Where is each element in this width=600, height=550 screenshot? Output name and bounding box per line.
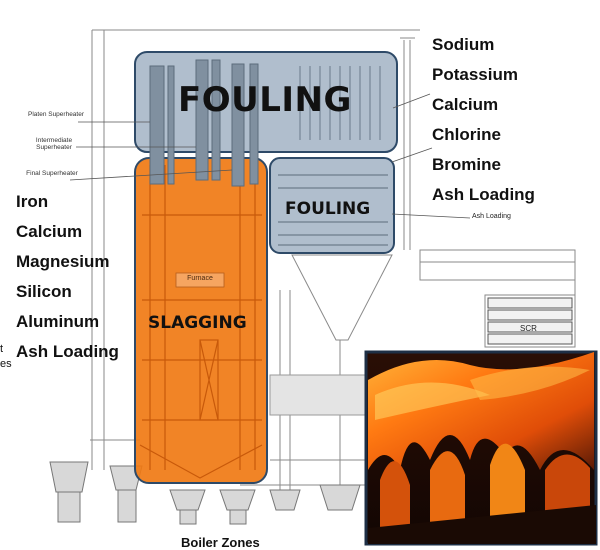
fouling-element: Sodium <box>432 35 495 54</box>
superheater-panels <box>149 59 259 187</box>
fouling-back-title: FOULING <box>285 199 371 219</box>
fouling-element: Potassium <box>432 65 518 84</box>
slagging-element: Aluminum <box>16 312 100 331</box>
slagging-elements-list: Iron Calcium Magnesium Silicon Aluminum … <box>16 187 119 367</box>
leader-lines <box>69 93 471 219</box>
ash-hoppers <box>49 461 361 525</box>
fouling-element: Chlorine <box>432 125 501 144</box>
intermediate-superheater-label: Intermediate Superheater <box>35 137 73 151</box>
slagging-element: Ash Loading <box>16 342 119 361</box>
furnace-label-box <box>175 272 225 288</box>
fouling-upper-title: FOULING <box>178 80 352 120</box>
slagging-photo <box>364 350 598 546</box>
final-superheater-label: Final Superheater <box>26 170 78 177</box>
fouling-element: Calcium <box>432 95 499 114</box>
fouling-elements-list: Sodium Potassium Calcium Chlorine Bromin… <box>432 30 535 210</box>
back-pass-tubes <box>278 174 388 246</box>
slagging-element: Calcium <box>16 222 83 241</box>
furnace-tube-lines <box>139 165 263 479</box>
platen-superheater-label: Platen Superheater <box>28 111 85 118</box>
convective-tubes <box>299 66 381 140</box>
fouling-element: Ash Loading <box>432 185 535 204</box>
furnace-label: Furnace <box>187 275 213 282</box>
scr-label: SCR <box>520 324 537 333</box>
fouling-element: Bromine <box>432 155 501 174</box>
ash-loading-small-label: Ash Loading <box>472 213 511 220</box>
slagging-element: Iron <box>16 192 49 211</box>
slagging-title: SLAGGING <box>148 313 247 333</box>
diagram-caption: Boiler Zones <box>181 535 260 550</box>
cut-text-fragment: es <box>0 358 12 370</box>
fouling-zone-back <box>269 157 395 254</box>
cut-text-fragment: t <box>0 343 4 355</box>
slagging-element: Silicon <box>16 282 72 301</box>
slagging-element: Magnesium <box>16 252 110 271</box>
scr-block <box>487 297 573 345</box>
